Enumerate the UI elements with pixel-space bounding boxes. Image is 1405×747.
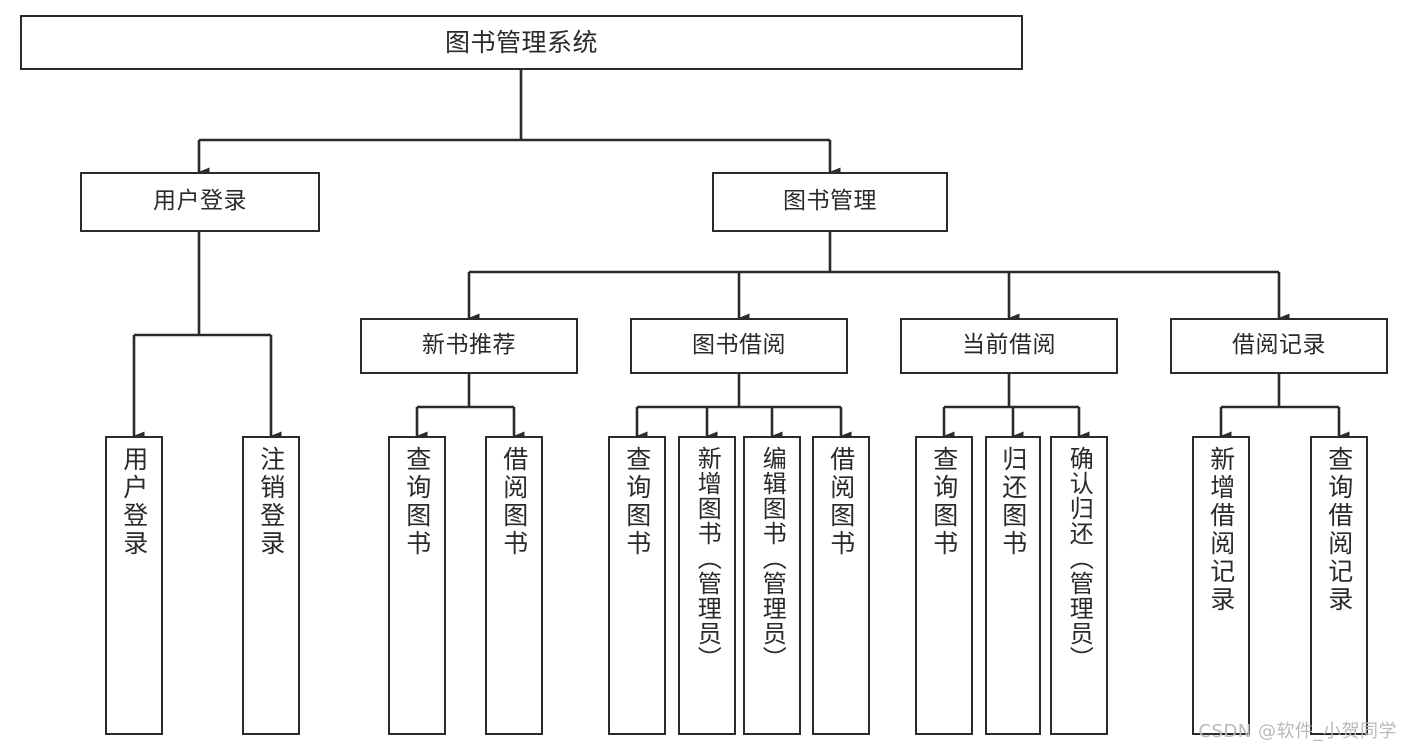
node-leaf-edit-book-label: 编辑图书（管理员） (758, 446, 787, 671)
node-leaf-return-book[interactable]: 归还图书 (985, 436, 1041, 735)
node-leaf-user-logout[interactable]: 注销登录 (242, 436, 300, 735)
node-user-login[interactable]: 用户登录 (80, 172, 320, 232)
node-leaf-return-book-label: 归还图书 (998, 446, 1028, 558)
node-leaf-query-book-3-label: 查询图书 (929, 446, 959, 558)
node-new-book-rec-label: 新书推荐 (422, 332, 516, 359)
node-book-manage-label: 图书管理 (783, 188, 877, 215)
node-leaf-borrow-book-2[interactable]: 借阅图书 (812, 436, 870, 735)
node-leaf-borrow-book-1-label: 借阅图书 (499, 446, 529, 558)
node-leaf-query-book-1[interactable]: 查询图书 (388, 436, 446, 735)
node-leaf-query-record-label: 查询借阅记录 (1324, 446, 1354, 614)
node-book-manage[interactable]: 图书管理 (712, 172, 948, 232)
node-current-borrow-label: 当前借阅 (962, 332, 1056, 359)
node-book-borrow-label: 图书借阅 (692, 332, 786, 359)
node-leaf-query-book-3[interactable]: 查询图书 (915, 436, 973, 735)
node-leaf-user-logout-label: 注销登录 (256, 446, 286, 558)
node-leaf-query-book-2[interactable]: 查询图书 (608, 436, 666, 735)
node-book-borrow[interactable]: 图书借阅 (630, 318, 848, 374)
node-leaf-query-record[interactable]: 查询借阅记录 (1310, 436, 1368, 735)
node-leaf-borrow-book-1[interactable]: 借阅图书 (485, 436, 543, 735)
node-leaf-add-record[interactable]: 新增借阅记录 (1192, 436, 1250, 735)
node-leaf-user-login[interactable]: 用户登录 (105, 436, 163, 735)
node-leaf-edit-book[interactable]: 编辑图书（管理员） (743, 436, 801, 735)
node-leaf-add-book-label: 新增图书（管理员） (693, 446, 722, 671)
node-leaf-confirm-return-label: 确认归还（管理员） (1065, 446, 1094, 671)
node-leaf-borrow-book-2-label: 借阅图书 (826, 446, 856, 558)
node-borrow-record-label: 借阅记录 (1232, 332, 1326, 359)
node-leaf-add-book[interactable]: 新增图书（管理员） (678, 436, 736, 735)
node-leaf-query-book-1-label: 查询图书 (402, 446, 432, 558)
node-new-book-rec[interactable]: 新书推荐 (360, 318, 578, 374)
node-leaf-confirm-return[interactable]: 确认归还（管理员） (1050, 436, 1108, 735)
node-leaf-user-login-label: 用户登录 (119, 446, 149, 558)
node-root-label: 图书管理系统 (444, 27, 598, 57)
node-root[interactable]: 图书管理系统 (20, 15, 1023, 70)
node-user-login-label: 用户登录 (153, 188, 247, 215)
node-leaf-query-book-2-label: 查询图书 (622, 446, 652, 558)
node-current-borrow[interactable]: 当前借阅 (900, 318, 1118, 374)
node-borrow-record[interactable]: 借阅记录 (1170, 318, 1388, 374)
node-leaf-add-record-label: 新增借阅记录 (1206, 446, 1236, 614)
